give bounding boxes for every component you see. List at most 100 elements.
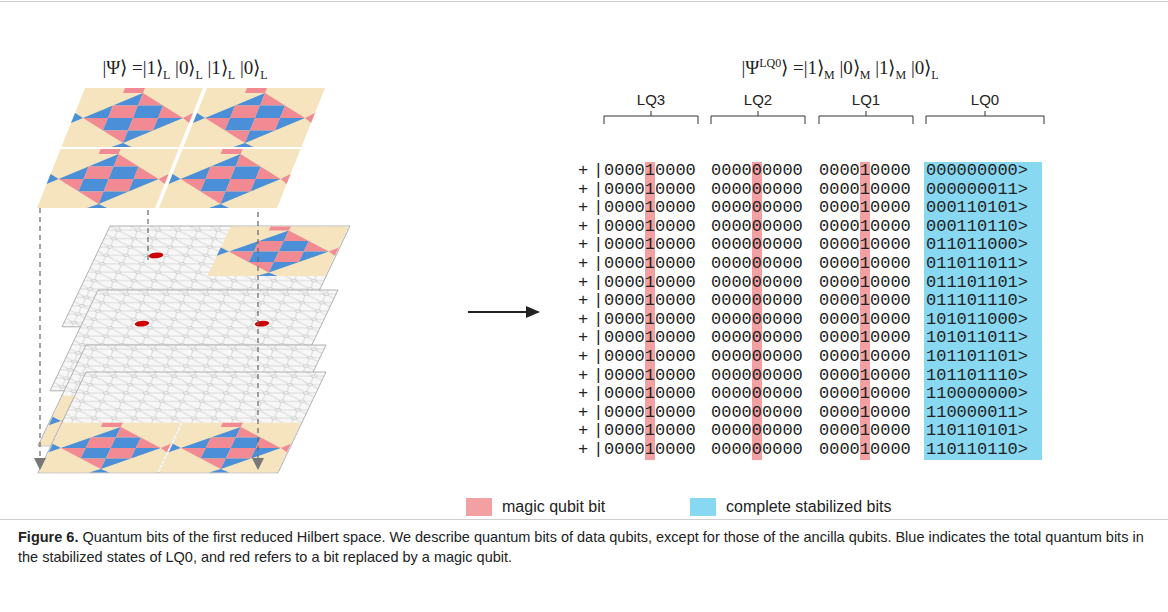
magic-qubit-bit: 1 (860, 162, 870, 181)
bit-string: 000000000 (711, 162, 803, 181)
ket-prefix: +| (578, 311, 608, 330)
bit-string: 000010000 (604, 236, 696, 255)
bit-string: 000000000 (711, 181, 803, 200)
bit-string: 000000000 (711, 385, 803, 404)
magic-qubit-bit: 0 (752, 422, 762, 441)
magic-qubit-bit: 1 (645, 236, 655, 255)
magic-qubit-bit: 1 (645, 274, 655, 293)
bit-string: 000000000> (924, 162, 1042, 181)
bit-string: 110000000> (924, 385, 1042, 404)
bit-string: 000000000 (711, 311, 803, 330)
ket-prefix: +| (578, 162, 608, 181)
column-header: LQ0 (971, 91, 999, 108)
ket-prefix: +| (578, 199, 608, 218)
magic-qubit-bit: 1 (860, 181, 870, 200)
bit-string: 000010000 (604, 292, 696, 311)
projection-arrowheads (34, 458, 264, 470)
stabilized-bits: 110000000> (924, 385, 1042, 404)
column-header: LQ3 (637, 91, 665, 108)
magic-qubit-bit: 0 (752, 292, 762, 311)
legend-swatch (690, 498, 716, 516)
magic-qubit-bit: 1 (645, 199, 655, 218)
legend-swatch (466, 498, 492, 516)
magic-qubit-bit: 1 (645, 329, 655, 348)
ket-prefix: +| (578, 441, 608, 460)
bit-string: 011101101> (924, 274, 1042, 293)
bit-string: 000010000 (819, 385, 911, 404)
magic-qubit-bit: 0 (752, 311, 762, 330)
bit-string: 000000000 (711, 404, 803, 423)
bit-string: 000010000 (604, 181, 696, 200)
column-header: LQ2 (744, 91, 772, 108)
bit-string: 000010000 (819, 422, 911, 441)
bit-string: 000000000 (711, 441, 803, 460)
magic-qubit-bit: 0 (752, 199, 762, 218)
bit-string: 000010000 (819, 292, 911, 311)
magic-qubit-bit: 1 (645, 348, 655, 367)
magic-qubit-bit: 1 (860, 367, 870, 386)
lattice-stack (38, 226, 350, 473)
projection-lines (40, 208, 258, 462)
legend-text: complete stabilized bits (726, 498, 891, 516)
magic-qubit-bit: 1 (860, 236, 870, 255)
magic-qubit-bit: 1 (645, 367, 655, 386)
magic-qubit-bit: 1 (645, 162, 655, 181)
magic-qubit-bit: 1 (860, 218, 870, 237)
bit-string: 101011000> (924, 311, 1042, 330)
magic-qubit-bit: 1 (645, 422, 655, 441)
stabilized-bits: 101011000> (924, 311, 1042, 330)
magic-qubit-bit: 0 (752, 441, 762, 460)
bit-string: 000000000 (711, 274, 803, 293)
ket-prefix: +| (578, 292, 608, 311)
bit-string: 000010000 (604, 199, 696, 218)
bit-string: 000000000 (711, 367, 803, 386)
magic-qubit-bit: 0 (752, 404, 762, 423)
magic-qubit-bit: 1 (860, 441, 870, 460)
bit-string: 000010000 (819, 218, 911, 237)
bit-string: 011011011> (924, 255, 1042, 274)
column-header: LQ1 (852, 91, 880, 108)
magic-qubit-bit: 0 (752, 255, 762, 274)
bit-string: 101101101> (924, 348, 1042, 367)
bit-string: 011011000> (924, 236, 1042, 255)
magic-qubit-bit: 1 (645, 218, 655, 237)
magic-qubit-bit: 1 (645, 385, 655, 404)
magic-qubit-bit: 1 (860, 255, 870, 274)
bit-string: 000000000 (711, 199, 803, 218)
bit-string: 000000000 (711, 422, 803, 441)
bit-string: 000000011> (924, 181, 1042, 200)
bit-string: 000010000 (604, 441, 696, 460)
stabilized-bits: 101011011> (924, 329, 1042, 348)
bit-string: 000000000 (711, 292, 803, 311)
logical-qubit-tiles (37, 88, 325, 208)
magic-qubit-bit: 0 (752, 162, 762, 181)
bit-string: 000010000 (604, 218, 696, 237)
frame-line (0, 1, 1168, 2)
stabilized-bits: 011101110> (924, 292, 1042, 311)
bit-string: 000010000 (604, 162, 696, 181)
magic-qubit-bit: 1 (860, 348, 870, 367)
magic-qubit-bit: 1 (645, 181, 655, 200)
stabilized-bits: 101101101> (924, 348, 1042, 367)
magic-qubit-bit: 0 (752, 274, 762, 293)
bit-string: 000010000 (819, 329, 911, 348)
stabilized-bits: 110110101> (924, 422, 1042, 441)
bit-string: 000110110> (924, 218, 1042, 237)
bit-string: 000010000 (819, 441, 911, 460)
bit-string: 000110101> (924, 199, 1042, 218)
ket-prefix: +| (578, 385, 608, 404)
transform-arrow (468, 306, 540, 318)
bit-string: 000010000 (604, 274, 696, 293)
bit-string: 000010000 (819, 404, 911, 423)
stabilized-bits: 000000011> (924, 181, 1042, 200)
bit-string: 000010000 (604, 348, 696, 367)
magic-qubit-bit: 0 (752, 385, 762, 404)
magic-qubit-bit: 1 (860, 385, 870, 404)
magic-qubit-bit: 0 (752, 236, 762, 255)
ket-prefix: +| (578, 255, 608, 274)
ket-prefix: +| (578, 348, 608, 367)
bit-string: 000010000 (604, 422, 696, 441)
magic-qubit-bit: 1 (860, 329, 870, 348)
bit-string: 000010000 (819, 162, 911, 181)
